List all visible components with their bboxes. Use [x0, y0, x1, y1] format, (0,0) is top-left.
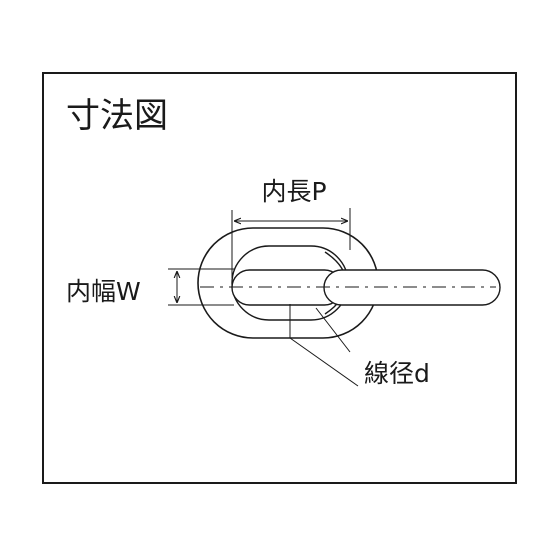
diagram-frame: [42, 72, 517, 484]
inner-length-label: 内長P: [261, 177, 326, 206]
wire-diameter-label: 線径d: [364, 359, 430, 388]
inner-width-dimension: 内幅W: [66, 268, 234, 306]
inner-length-dimension: 内長P: [231, 177, 351, 278]
wire-diameter-leader-line-2: [315, 307, 351, 353]
diagram-title: 寸法図: [66, 96, 168, 136]
wire-diameter-leader: 線径d: [289, 304, 430, 388]
inner-width-label: 内幅W: [66, 277, 141, 306]
wire-diameter-leader-line-1: [289, 337, 359, 387]
